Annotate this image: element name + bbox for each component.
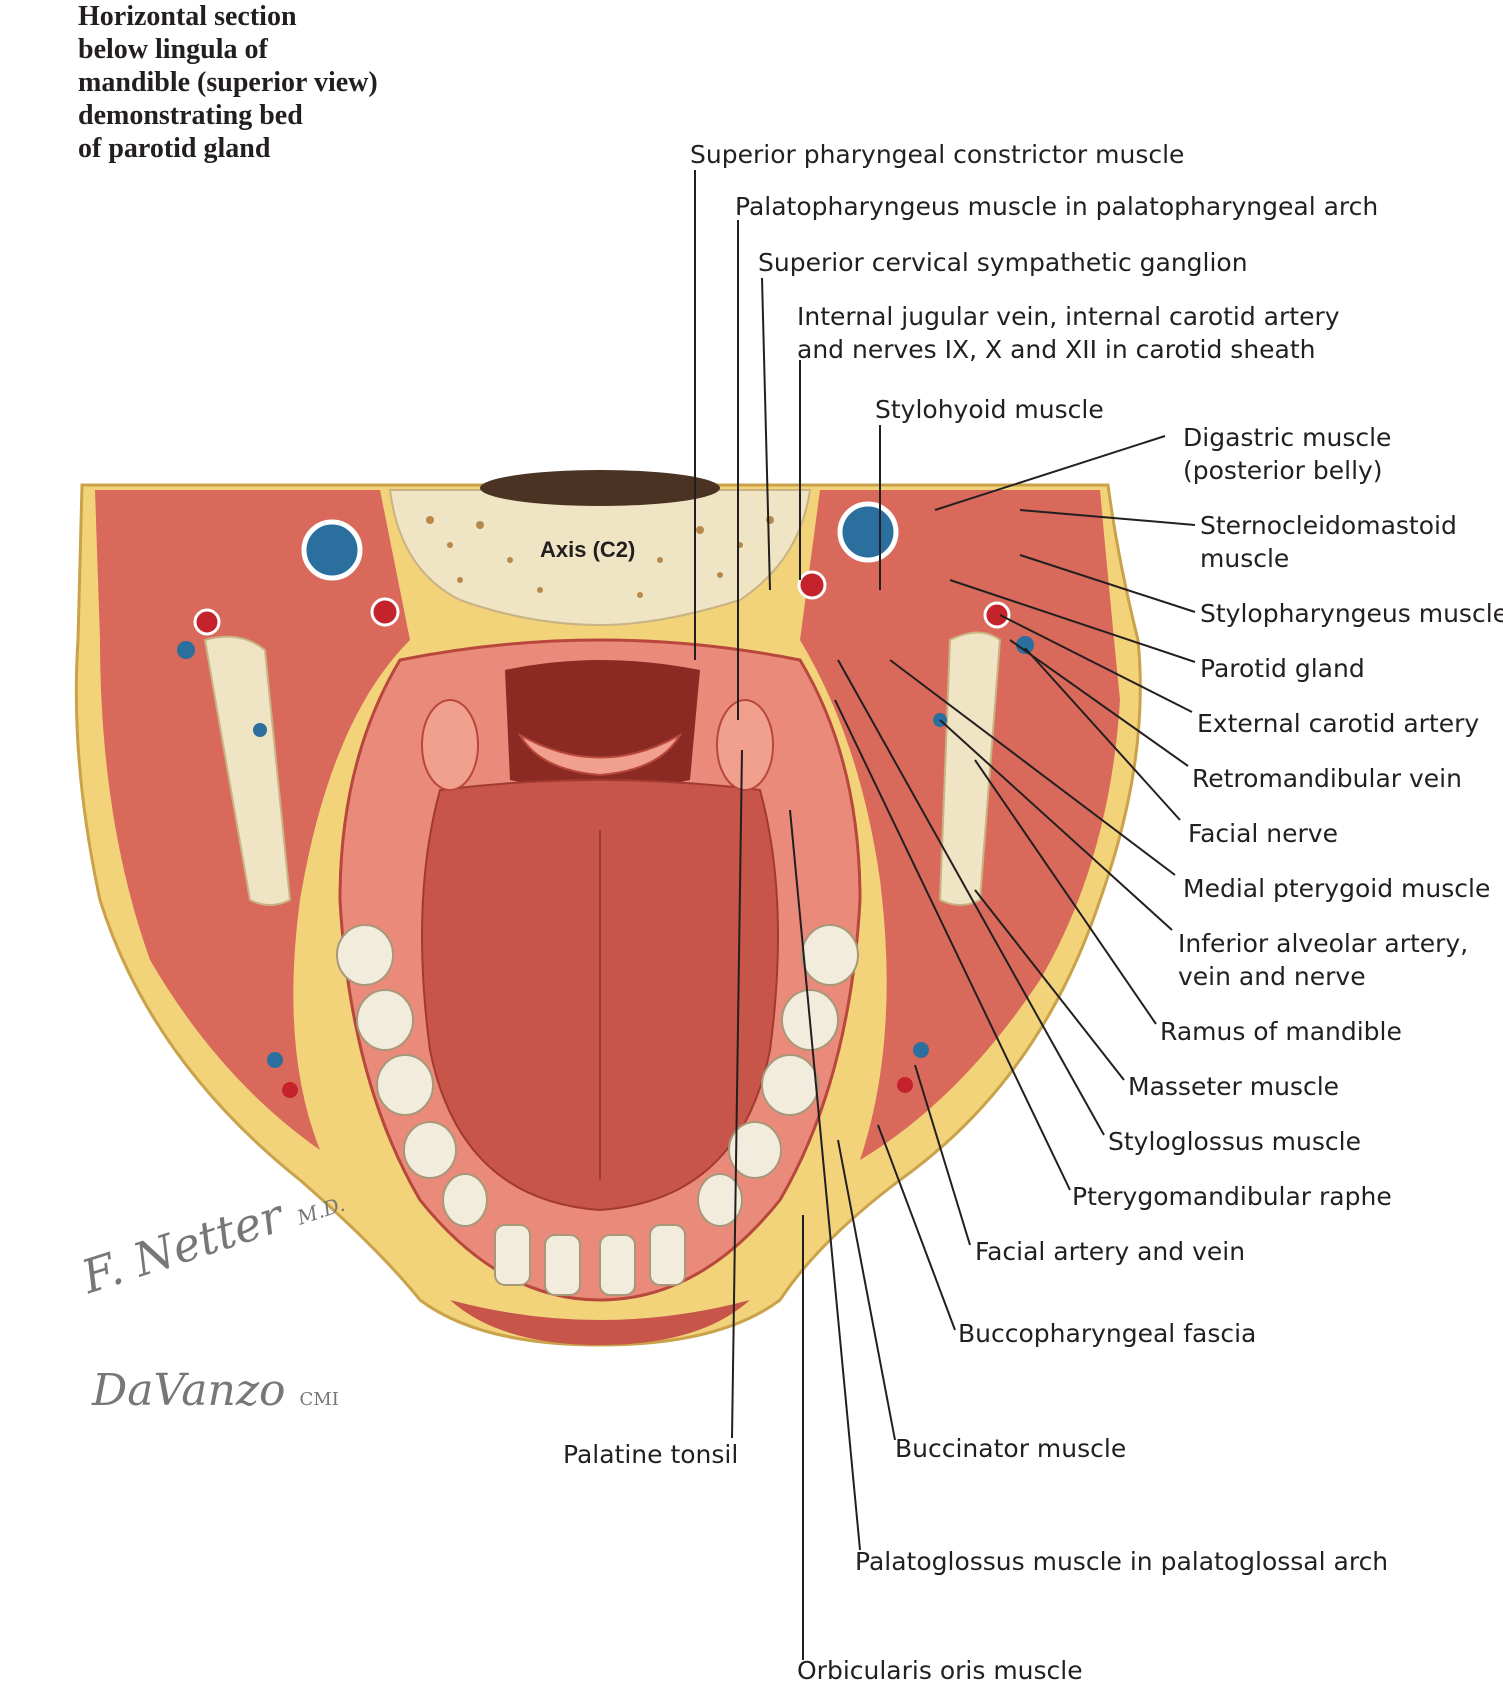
label-facial-artery-vein: Facial artery and vein	[975, 1237, 1246, 1266]
label-external-carotid: External carotid artery	[1197, 709, 1480, 738]
mandible-ramus-right	[938, 631, 1002, 906]
vessels	[177, 501, 1034, 1098]
label-palatine-tonsil: Palatine tonsil	[563, 1440, 739, 1469]
label-parotid-gland: Parotid gland	[1200, 654, 1365, 683]
teeth	[336, 924, 859, 1296]
label-sternocleidomastoid-line2: muscle	[1200, 544, 1290, 573]
signature-davanzo: DaVanzo CMI	[92, 1365, 339, 1416]
label-pterygomandibular-raphe: Pterygomandibular raphe	[1072, 1182, 1392, 1211]
label-digastric-line1: Digastric muscle	[1183, 423, 1392, 452]
figure-title: Horizontal section below lingula of mand…	[78, 0, 378, 165]
signature-davanzo-suffix: CMI	[299, 1389, 339, 1410]
label-ramus-mandible: Ramus of mandible	[1160, 1017, 1402, 1046]
lower-lip	[450, 1300, 750, 1345]
leader-lines	[694, 170, 1196, 1660]
signature-davanzo-name: DaVanzo	[92, 1365, 286, 1416]
label-styloglossus: Styloglossus muscle	[1108, 1127, 1361, 1156]
palatine-tonsil-right	[716, 699, 774, 791]
axis-vertebra	[388, 489, 812, 627]
label-buccinator: Buccinator muscle	[895, 1434, 1127, 1463]
title-line: of parotid gland	[78, 133, 271, 164]
label-superior-cervical-ganglion: Superior cervical sympathetic ganglion	[758, 248, 1248, 277]
label-inferior-alveolar-line1: Inferior alveolar artery,	[1178, 929, 1469, 958]
label-carotid-sheath-line1: Internal jugular vein, internal carotid …	[797, 302, 1340, 331]
label-stylopharyngeus: Stylopharyngeus muscle	[1200, 599, 1503, 628]
epiglottis	[517, 732, 683, 777]
axis-c2-label: Axis (C2)	[540, 537, 636, 562]
label-superior-pharyngeal-constrictor: Superior pharyngeal constrictor muscle	[690, 140, 1185, 169]
vertebral-canal	[480, 470, 720, 506]
label-masseter: Masseter muscle	[1128, 1072, 1340, 1101]
label-facial-nerve: Facial nerve	[1188, 819, 1338, 848]
title-line: below lingula of	[78, 34, 268, 65]
label-buccopharyngeal-fascia: Buccopharyngeal fascia	[958, 1319, 1257, 1348]
label-medial-pterygoid: Medial pterygoid muscle	[1183, 874, 1491, 903]
label-palatopharyngeus: Palatopharyngeus muscle in palatopharyng…	[735, 192, 1379, 221]
label-inferior-alveolar-line2: vein and nerve	[1178, 962, 1366, 991]
title-line: Horizontal section	[78, 1, 297, 32]
label-carotid-sheath-line2: and nerves IX, X and XII in carotid shea…	[797, 335, 1316, 364]
label-sternocleidomastoid-line1: Sternocleidomastoid	[1200, 511, 1457, 540]
palatine-tonsil-left	[421, 699, 479, 791]
label-retromandibular-vein: Retromandibular vein	[1192, 764, 1462, 793]
title-line: mandible (superior view)	[78, 67, 378, 98]
title-line: demonstrating bed	[78, 100, 303, 131]
label-orbicularis-oris: Orbicularis oris muscle	[797, 1656, 1083, 1685]
mandible-ramus-left	[203, 635, 292, 906]
label-digastric-line2: (posterior belly)	[1183, 456, 1383, 485]
bone-texture	[426, 516, 774, 598]
label-stylohyoid: Stylohyoid muscle	[875, 395, 1104, 424]
label-palatoglossus: Palatoglossus muscle in palatoglossal ar…	[855, 1547, 1389, 1576]
